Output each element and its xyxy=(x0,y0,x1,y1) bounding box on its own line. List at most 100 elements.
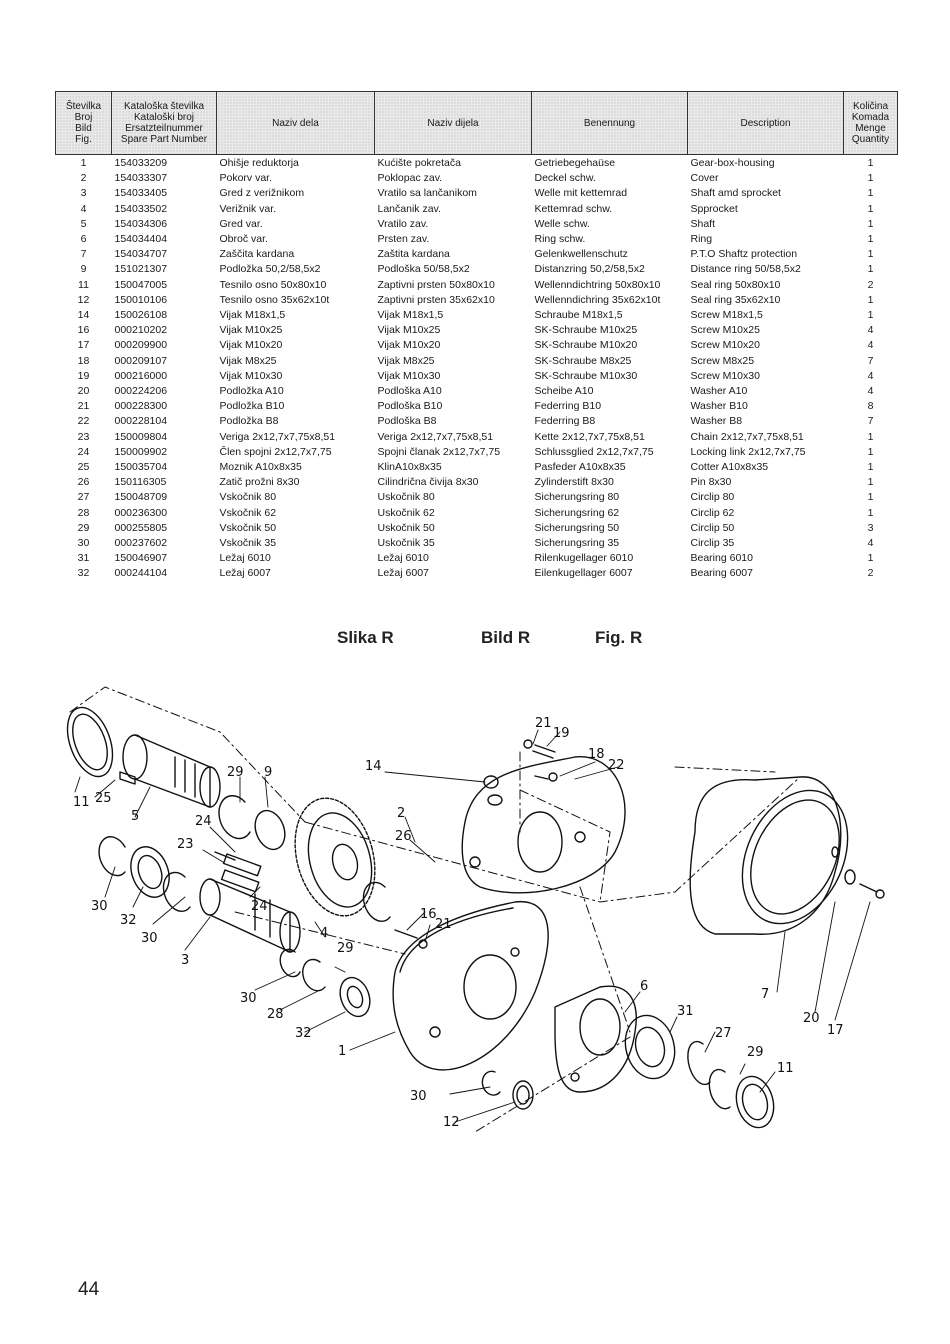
cell-name-sl: Podložka 50,2/58,5x2 xyxy=(219,263,321,276)
cell-quantity: 1 xyxy=(867,476,874,489)
cell-fig: 18 xyxy=(77,354,90,367)
cell-name-sl: Tesnilo osno 35x62x10t xyxy=(219,293,330,306)
cell-part-number: 154033209 xyxy=(114,157,168,169)
cell-part-number: 000216000 xyxy=(114,369,168,382)
cell-name-hr: Zaptivni prsten 35x62x10 xyxy=(377,293,495,306)
circlips-right xyxy=(687,1040,731,1110)
cell-name-en: Pin 8x30 xyxy=(690,476,732,489)
cell-fig: 9 xyxy=(80,263,87,276)
callout: 26 xyxy=(395,829,412,844)
cell-name-en: Circlip 80 xyxy=(690,491,735,504)
cell-name-hr: Veriga 2x12,7x7,75x8,51 xyxy=(377,430,494,443)
cell-name-hr: Uskočnik 80 xyxy=(377,491,435,504)
cell-fig: 14 xyxy=(77,309,90,322)
cell-name-en: Cotter A10x8x35 xyxy=(690,461,769,474)
callout: 30 xyxy=(91,899,108,914)
cell-name-de: Federring B8 xyxy=(534,415,596,428)
cell-name-de: Distanzring 50,2/58,5x2 xyxy=(534,263,645,276)
callout: 2 xyxy=(397,806,405,821)
cell-fig: 16 xyxy=(77,324,90,337)
cell-name-de: Zylinderstift 8x30 xyxy=(534,476,614,489)
cell-fig: 22 xyxy=(77,415,90,428)
cell-quantity: 8 xyxy=(867,400,874,413)
cell-part-number: 150009902 xyxy=(114,445,168,458)
cell-name-hr: Cilindrična čivija 8x30 xyxy=(377,476,479,489)
cell-fig: 23 xyxy=(77,430,90,443)
cell-quantity: 3 xyxy=(867,521,874,534)
cell-part-number: 000209900 xyxy=(114,339,168,352)
cell-part-number: 154033502 xyxy=(114,202,168,215)
cell-name-sl: Vskočnik 35 xyxy=(219,537,277,550)
cell-quantity: 1 xyxy=(867,461,874,474)
header-name-sl: Naziv dela xyxy=(216,91,375,155)
cell-part-number: 150116305 xyxy=(114,476,167,489)
cell-name-sl: Vijak M8x25 xyxy=(219,354,277,367)
seal-ring-11-right xyxy=(735,1075,775,1129)
cell-name-hr: Podloška 50/58,5x2 xyxy=(377,263,470,276)
cell-name-en: Screw M18x1,5 xyxy=(690,309,763,322)
cell-name-sl: Vskočnik 80 xyxy=(219,491,277,504)
cell-part-number: 154034707 xyxy=(114,248,168,261)
cell-part-number: 000224206 xyxy=(114,385,168,398)
cell-fig: 26 xyxy=(77,476,90,489)
callout: 3 xyxy=(181,953,189,968)
cell-name-en: Locking link 2x12,7x7,75 xyxy=(690,445,806,458)
caption-de: Bild R xyxy=(481,628,531,647)
cell-fig: 21 xyxy=(77,400,90,413)
cell-name-en: Gear-box-housing xyxy=(690,157,775,169)
cell-quantity: 1 xyxy=(867,309,874,322)
cell-quantity: 4 xyxy=(867,339,874,352)
cell-name-en: Seal ring 35x62x10 xyxy=(690,293,781,306)
chain-23 xyxy=(214,851,262,893)
cell-name-de: Sicherungsring 80 xyxy=(534,491,620,504)
callout: 24 xyxy=(195,814,212,829)
ring-6 xyxy=(554,985,637,1093)
washer-screw-right xyxy=(844,869,885,899)
cell-name-hr: Ležaj 6007 xyxy=(377,567,429,580)
cell-name-sl: Gred var. xyxy=(219,217,263,230)
cell-quantity: 1 xyxy=(867,445,874,458)
bearing-31 xyxy=(624,1014,676,1080)
cell-name-hr: Podloška A10 xyxy=(377,385,442,398)
cell-quantity: 2 xyxy=(867,278,874,291)
cell-part-number: 151021307 xyxy=(114,263,168,276)
cell-name-sl: Podložka B10 xyxy=(219,400,285,413)
cell-name-sl: Podložka A10 xyxy=(219,385,284,398)
cell-part-number: 150048709 xyxy=(114,491,168,504)
cell-name-de: Pasfeder A10x8x35 xyxy=(534,461,626,474)
cell-quantity: 1 xyxy=(867,491,874,504)
cell-name-en: Shaft amd sprocket xyxy=(690,187,781,200)
cell-name-hr: Prsten zav. xyxy=(377,233,430,246)
callout: 20 xyxy=(803,1011,820,1026)
callout: 12 xyxy=(443,1115,460,1130)
cell-name-de: Wellenndichring 35x62x10t xyxy=(534,293,661,306)
callout: 17 xyxy=(827,1023,844,1038)
exploded-view-diagram: 11 25 5 29 9 24 23 30 32 30 24 3 14 21 1… xyxy=(66,686,885,1133)
cell-fig: 28 xyxy=(77,506,90,519)
cell-fig: 3 xyxy=(80,187,87,200)
cell-name-de: Federring B10 xyxy=(534,400,602,413)
cell-name-sl: Ležaj 6010 xyxy=(219,552,271,565)
cell-name-en: Screw M10x25 xyxy=(690,324,760,337)
cell-part-number: 150026108 xyxy=(114,309,168,322)
cell-fig: 31 xyxy=(77,552,90,565)
cell-name-en: Shaft xyxy=(690,217,716,230)
cell-quantity: 1 xyxy=(867,248,874,261)
cell-fig: 30 xyxy=(77,537,90,550)
shaft-5 xyxy=(119,734,221,808)
cell-name-en: Screw M10x30 xyxy=(690,369,760,382)
cell-name-sl: Veriga 2x12,7x7,75x8,51 xyxy=(219,430,336,443)
cell-name-sl: Vskočnik 62 xyxy=(219,506,277,519)
